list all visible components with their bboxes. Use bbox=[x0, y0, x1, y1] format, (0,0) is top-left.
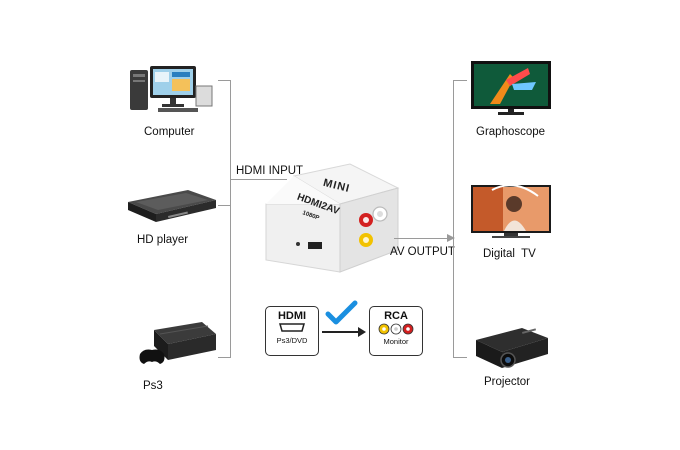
right-bracket-bottom bbox=[453, 357, 467, 358]
hdmi-signal-sub: Ps3/DVD bbox=[276, 336, 308, 345]
graphoscope-label: Graphoscope bbox=[476, 126, 546, 138]
rca-signal-title: RCA bbox=[384, 310, 408, 322]
left-bracket-vertical bbox=[230, 80, 231, 357]
converter-box bbox=[262, 160, 402, 278]
output-connector-line bbox=[394, 238, 454, 239]
projector-icon bbox=[476, 328, 548, 368]
monitor-icon bbox=[471, 61, 551, 115]
hd-player-label: HD player bbox=[137, 234, 189, 246]
rca-jacks-icon bbox=[378, 323, 414, 335]
right-bracket-top bbox=[453, 80, 467, 81]
output-arrow-icon bbox=[447, 234, 455, 242]
checkmark-icon bbox=[325, 300, 358, 326]
hdmi2av-converter-icon bbox=[265, 163, 400, 273]
left-bracket-top bbox=[218, 80, 231, 81]
rca-signal-box: RCA Monitor bbox=[369, 306, 423, 356]
digital-tv-label: Digital TV bbox=[483, 248, 536, 260]
projector-label: Projector bbox=[484, 376, 531, 388]
projector-device bbox=[472, 322, 552, 370]
rca-signal-sub: Monitor bbox=[383, 337, 409, 346]
hdmi-signal-box: HDMI Ps3/DVD bbox=[265, 306, 319, 356]
av-output-label: AV OUTPUT bbox=[390, 246, 455, 258]
input-connector-line bbox=[231, 179, 287, 180]
computer-label: Computer bbox=[144, 126, 195, 138]
ps3-device bbox=[138, 320, 218, 370]
hd-player-device bbox=[128, 190, 216, 224]
digital-tv-device bbox=[470, 184, 552, 240]
computer-icon bbox=[130, 66, 213, 112]
graphoscope-device bbox=[470, 60, 552, 116]
signal-arrow-icon bbox=[358, 327, 366, 337]
right-bracket-vertical bbox=[453, 80, 454, 357]
ps3-console-icon bbox=[139, 322, 216, 364]
signal-arrow-line bbox=[322, 331, 360, 333]
left-bracket-middle bbox=[218, 205, 231, 206]
left-bracket-bottom bbox=[218, 357, 231, 358]
hd-player-icon bbox=[128, 190, 216, 222]
hdmi-port-icon bbox=[279, 323, 305, 332]
hdmi-signal-title: HDMI bbox=[277, 310, 307, 322]
computer-device bbox=[128, 64, 214, 114]
ps3-label: Ps3 bbox=[143, 380, 163, 392]
tv-icon bbox=[471, 184, 551, 238]
hdmi-input-label: HDMI INPUT bbox=[236, 165, 304, 177]
